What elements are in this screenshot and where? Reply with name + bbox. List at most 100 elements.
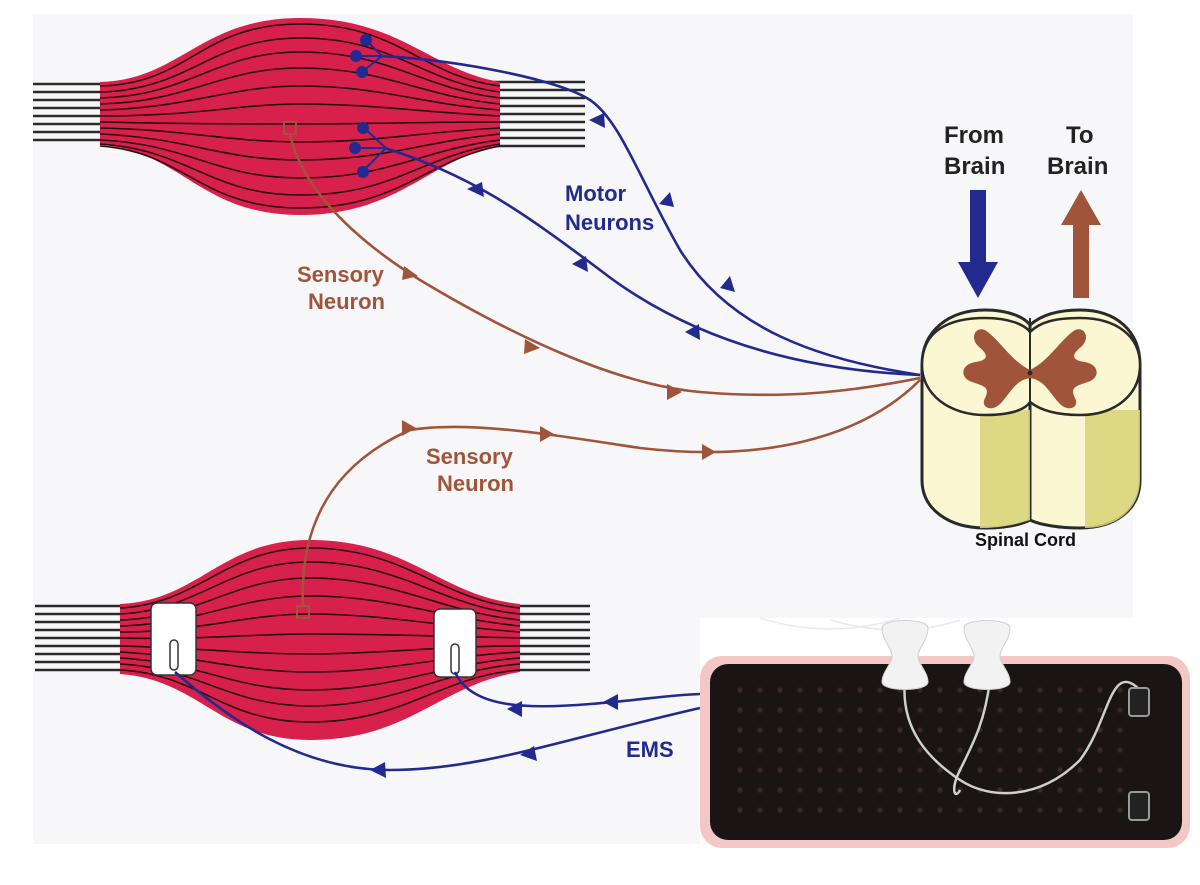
led-dot (1097, 767, 1103, 773)
sensory-neuron-bottom-label: Sensory Neuron (426, 444, 514, 496)
led-dot (777, 767, 783, 773)
motor-neurons-label-line1: Motor (565, 181, 627, 206)
led-dot (1037, 707, 1043, 713)
led-dot (1057, 707, 1063, 713)
led-dot (1117, 807, 1123, 813)
ems-label: EMS (626, 737, 674, 762)
led-dot (877, 767, 883, 773)
motor-neuron-lower-path (384, 146, 921, 377)
led-dot (817, 767, 823, 773)
central-canal (1027, 370, 1033, 376)
led-dot (1117, 787, 1123, 793)
motor-arrow-5 (572, 256, 588, 272)
led-dot (777, 807, 783, 813)
sensory-arrow-5 (540, 426, 554, 442)
led-dot (737, 767, 743, 773)
led-dot (1077, 727, 1083, 733)
led-dot (917, 807, 923, 813)
top-muscle-belly (100, 18, 500, 215)
led-dot (1097, 687, 1103, 693)
led-dot (837, 807, 843, 813)
spinal-cord-shade-right (1085, 410, 1140, 528)
ems-arrow-2 (603, 694, 618, 710)
led-dot (1037, 767, 1043, 773)
led-dot (1097, 707, 1103, 713)
motor-arrow-6 (685, 324, 700, 340)
device-connectors (1128, 687, 1150, 821)
led-dot (937, 747, 943, 753)
led-dot (877, 687, 883, 693)
led-dot (757, 747, 763, 753)
led-dot (937, 727, 943, 733)
led-dot (757, 787, 763, 793)
ems-paths (174, 671, 701, 772)
led-dot (837, 727, 843, 733)
led-dot (737, 687, 743, 693)
motor-neuron-upper-path (379, 54, 921, 377)
to-brain-arrow-icon (1061, 190, 1101, 298)
led-dot (837, 767, 843, 773)
led-dot (1057, 807, 1063, 813)
led-dot (777, 727, 783, 733)
led-dot (897, 747, 903, 753)
to-brain-label: To Brain (1047, 122, 1108, 180)
ems-device-body (710, 664, 1182, 840)
led-dot (877, 747, 883, 753)
led-dot (997, 707, 1003, 713)
led-dot (797, 727, 803, 733)
motor-arrow-3 (720, 276, 735, 292)
led-dot (1097, 787, 1103, 793)
led-dot (997, 807, 1003, 813)
led-dot (877, 787, 883, 793)
to-brain-line2: Brain (1047, 153, 1108, 180)
led-dot (1117, 767, 1123, 773)
led-dot (857, 767, 863, 773)
led-dot (817, 787, 823, 793)
led-dot (857, 747, 863, 753)
led-dot (957, 727, 963, 733)
from-brain-line2: Brain (944, 153, 1005, 180)
motor-arrow-1 (589, 113, 605, 128)
sensory-neuron-top-path (288, 133, 921, 397)
led-dot (1117, 707, 1123, 713)
ems-arrow-4 (520, 746, 537, 761)
led-dot (817, 727, 823, 733)
led-dot (857, 727, 863, 733)
sensory-arrow-1 (402, 266, 418, 280)
led-dot (877, 807, 883, 813)
led-dot (737, 787, 743, 793)
led-dot (977, 767, 983, 773)
spinal-cord-shade-left (980, 410, 1030, 528)
led-dot (857, 807, 863, 813)
ems-path-upper (453, 671, 701, 708)
led-dot (957, 687, 963, 693)
led-dot (837, 747, 843, 753)
led-dot (797, 747, 803, 753)
led-dot (797, 807, 803, 813)
led-dot (917, 727, 923, 733)
led-dot (937, 767, 943, 773)
led-dot (897, 727, 903, 733)
led-dot (737, 727, 743, 733)
led-dot (997, 727, 1003, 733)
device-lead-wires (903, 679, 1141, 796)
led-dot (1037, 747, 1043, 753)
led-dot (957, 807, 963, 813)
led-dot (997, 747, 1003, 753)
sensory-neuron-bottom-path (301, 379, 921, 607)
led-dot (877, 707, 883, 713)
led-dot (837, 787, 843, 793)
bottom-muscle (35, 540, 590, 740)
led-dot (777, 787, 783, 793)
led-dot (1077, 767, 1083, 773)
to-brain-line1: To (1066, 122, 1094, 149)
sensory-neuron-bottom-line2: Neuron (437, 471, 514, 496)
sensory-arrow-6 (702, 444, 716, 460)
sensory-neuron-top-label: Sensory Neuron (297, 262, 385, 314)
led-dot (997, 787, 1003, 793)
led-dot (1117, 687, 1123, 693)
led-dot (937, 707, 943, 713)
ems-arrow-3 (370, 762, 386, 778)
